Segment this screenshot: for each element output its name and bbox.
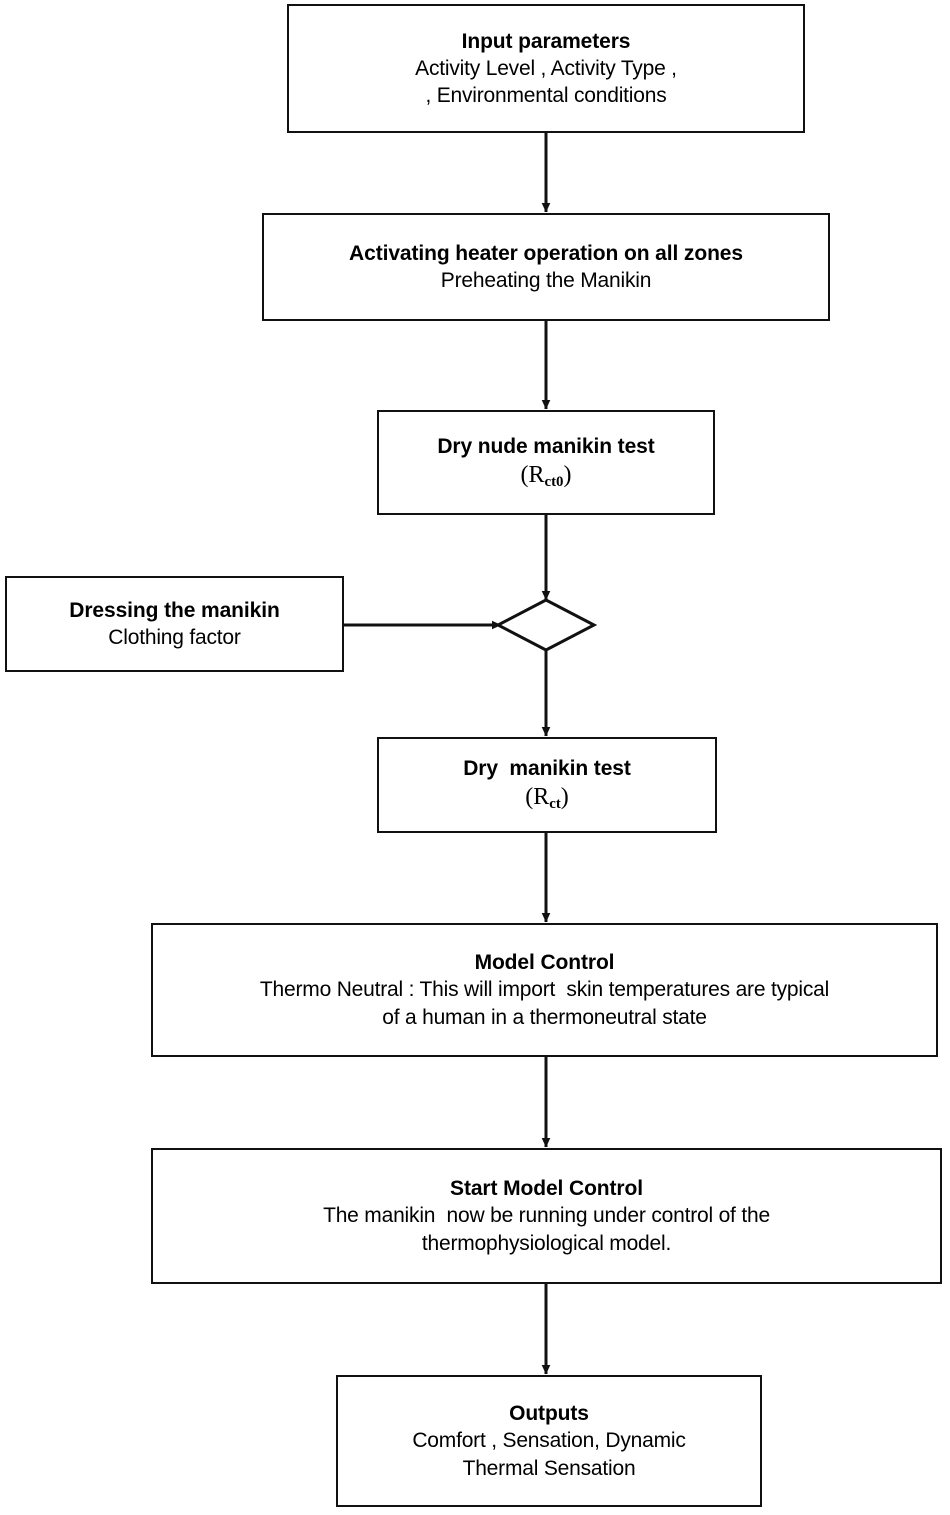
node-model-control[interactable]: Model Control Thermo Neutral : This will…	[151, 923, 938, 1057]
node-activating-heater-title: Activating heater operation on all zones	[349, 241, 743, 265]
formula-close: )	[560, 784, 569, 811]
formula-open: (R	[525, 784, 550, 811]
formula-subscript: ct0	[544, 474, 564, 491]
node-input-parameters-line2: Activity Level , Activity Type ,	[415, 56, 677, 80]
formula-subscript: ct	[549, 796, 561, 813]
node-outputs-line2: Comfort , Sensation, Dynamic	[412, 1429, 686, 1453]
node-dry-nude-manikin-test-formula: (Rct0)	[521, 460, 572, 492]
node-input-parameters[interactable]: Input parameters Activity Level , Activi…	[287, 4, 805, 133]
node-dry-manikin-test-title: Dry manikin test	[463, 757, 631, 781]
node-input-parameters-line3: , Environmental conditions	[425, 84, 667, 108]
node-activating-heater[interactable]: Activating heater operation on all zones…	[262, 213, 830, 321]
node-dry-nude-manikin-test[interactable]: Dry nude manikin test (Rct0)	[377, 410, 715, 515]
node-model-control-line2: Thermo Neutral : This will import skin t…	[259, 978, 830, 1002]
node-dry-nude-manikin-test-title: Dry nude manikin test	[437, 434, 655, 458]
node-dry-manikin-test[interactable]: Dry manikin test (Rct)	[377, 737, 717, 833]
node-decision[interactable]	[498, 598, 594, 652]
node-start-model-control-line3: thermophysiological model.	[421, 1231, 672, 1255]
node-outputs-title: Outputs	[509, 1402, 589, 1426]
node-dressing-the-manikin-title: Dressing the manikin	[69, 598, 280, 622]
node-start-model-control[interactable]: Start Model Control The manikin now be r…	[151, 1148, 942, 1284]
node-outputs-line3: Thermal Sensation	[462, 1456, 636, 1480]
formula-close: )	[563, 461, 572, 488]
node-start-model-control-line2: The manikin now be running under control…	[323, 1204, 770, 1228]
formula-open: (R	[520, 461, 545, 488]
node-start-model-control-title: Start Model Control	[450, 1177, 643, 1201]
node-dry-manikin-test-formula: (Rct)	[525, 782, 569, 814]
node-model-control-title: Model Control	[474, 951, 615, 975]
node-model-control-line3: of a human in a thermoneutral state	[382, 1005, 707, 1029]
node-dressing-the-manikin[interactable]: Dressing the manikin Clothing factor	[5, 576, 344, 672]
node-activating-heater-line2: Preheating the Manikin	[440, 269, 652, 292]
node-input-parameters-title: Input parameters	[461, 29, 631, 53]
node-outputs[interactable]: Outputs Comfort , Sensation, Dynamic The…	[336, 1375, 762, 1507]
node-dressing-the-manikin-line2: Clothing factor	[108, 626, 241, 649]
